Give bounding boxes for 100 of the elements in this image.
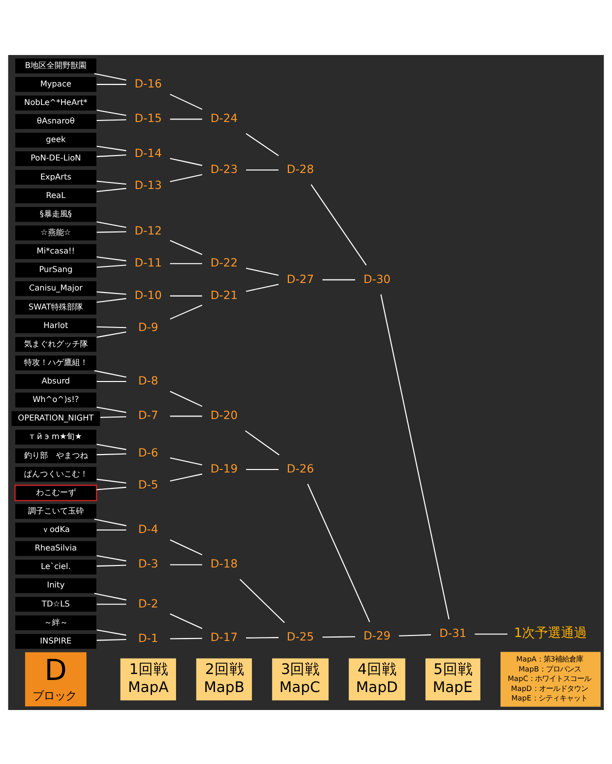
node-text: D-17 xyxy=(210,630,238,644)
connector xyxy=(170,93,202,110)
node-text: D-8 xyxy=(138,374,158,387)
node-box: ～絆～ xyxy=(14,614,97,630)
connector xyxy=(96,83,126,84)
node-box: PurSang xyxy=(14,262,97,278)
node-box: RheaSilvia xyxy=(14,540,97,556)
label: MapA xyxy=(128,679,169,696)
node-box: わこむーず xyxy=(14,484,98,501)
node-text: D-16 xyxy=(134,76,162,90)
node-text: D-9 xyxy=(138,320,158,334)
node-box: Le`ciel. xyxy=(14,558,97,574)
node-box: ReaL xyxy=(14,187,97,204)
connector xyxy=(96,118,126,121)
node-text: D-25 xyxy=(286,630,314,643)
node-box: OPERATION_NIGHT xyxy=(11,410,100,426)
connector xyxy=(96,290,126,294)
label: MapD：オールドタウン xyxy=(511,683,588,692)
connector xyxy=(96,109,126,116)
node-text: D-13 xyxy=(134,178,162,192)
connector xyxy=(310,184,367,265)
node-text: D-22 xyxy=(210,256,238,270)
connector xyxy=(246,468,279,470)
connector xyxy=(96,628,126,636)
node-box: ExpArts xyxy=(14,168,97,185)
node-text: D-27 xyxy=(286,272,314,286)
label: 1回戦 xyxy=(129,662,168,678)
connector xyxy=(96,187,126,192)
label: MapC：ホワイトスコール xyxy=(508,674,592,683)
node-text: D-6 xyxy=(138,446,158,459)
node-box: B地区全開野獣園 xyxy=(14,58,97,74)
node-box: Wh^o^)s!? xyxy=(14,392,97,408)
node-text: D-31 xyxy=(439,626,466,640)
label: 2回戦 xyxy=(205,662,244,678)
node-box: 気まぐれグッチ隊 xyxy=(14,336,97,352)
node-text: D-7 xyxy=(138,408,158,422)
connector xyxy=(96,298,126,302)
connector xyxy=(170,294,202,296)
connector xyxy=(96,326,126,328)
node-text: D-11 xyxy=(134,256,162,270)
connector xyxy=(170,564,202,565)
connector xyxy=(170,637,202,639)
node-text: D-15 xyxy=(134,112,162,125)
connector xyxy=(380,294,450,619)
node-box: geek xyxy=(14,132,97,148)
connector xyxy=(96,443,126,450)
node-text: D-10 xyxy=(134,288,162,302)
node-box: NobLe^*HeArt* xyxy=(14,94,97,110)
connector xyxy=(246,283,279,292)
node-text: D-20 xyxy=(210,408,238,422)
connector xyxy=(170,612,202,628)
node-box: Mi*casa!! xyxy=(14,243,97,259)
node-text: D-2 xyxy=(138,596,158,610)
connector xyxy=(96,478,126,483)
label: 3回戦 xyxy=(280,662,320,678)
connector xyxy=(96,330,126,338)
connector xyxy=(246,169,279,170)
node-box: Mypace xyxy=(14,76,97,92)
connector xyxy=(94,518,126,526)
connector xyxy=(94,592,126,600)
label: MapD xyxy=(356,679,398,696)
connector xyxy=(170,456,202,465)
connector xyxy=(246,267,279,276)
node-box: ☆燕能☆ xyxy=(14,224,97,240)
connector xyxy=(96,564,126,566)
connector xyxy=(322,636,356,638)
node-text: D-19 xyxy=(210,462,238,475)
connector xyxy=(170,118,202,120)
node-text: D-14 xyxy=(134,146,162,160)
node-box: SWAT特殊部隊 xyxy=(14,298,97,315)
node-box: Harlot xyxy=(14,317,97,334)
connector xyxy=(170,538,202,555)
connector xyxy=(170,473,202,482)
connector xyxy=(96,180,126,184)
connector xyxy=(96,486,126,490)
node-text: D-26 xyxy=(286,462,314,475)
connector xyxy=(322,278,356,280)
connector xyxy=(96,380,126,382)
connector xyxy=(170,157,202,166)
node-text: D-5 xyxy=(138,478,158,492)
connector xyxy=(94,370,126,378)
node-text: D-3 xyxy=(138,557,158,570)
node-text: D-18 xyxy=(210,557,238,570)
node-box: т й э m★旬★ xyxy=(14,428,97,445)
node-text: D-1 xyxy=(138,631,158,644)
node-box: θAsnaroθ xyxy=(14,113,97,129)
node-box: Canisu_Major xyxy=(14,280,97,296)
node-box: §暴走風§ xyxy=(14,206,97,222)
node-box: Inity xyxy=(14,577,97,594)
connector xyxy=(96,528,126,530)
connector xyxy=(96,406,126,412)
label: 5回戦 xyxy=(434,662,473,678)
node-text: D-21 xyxy=(210,288,238,302)
connector xyxy=(398,634,431,636)
connector xyxy=(474,633,508,634)
connector xyxy=(170,262,202,264)
node-box: 調子こいて玉砕 xyxy=(14,503,97,519)
connector xyxy=(244,430,280,455)
connector xyxy=(100,416,126,418)
node-text: D-30 xyxy=(363,272,391,286)
